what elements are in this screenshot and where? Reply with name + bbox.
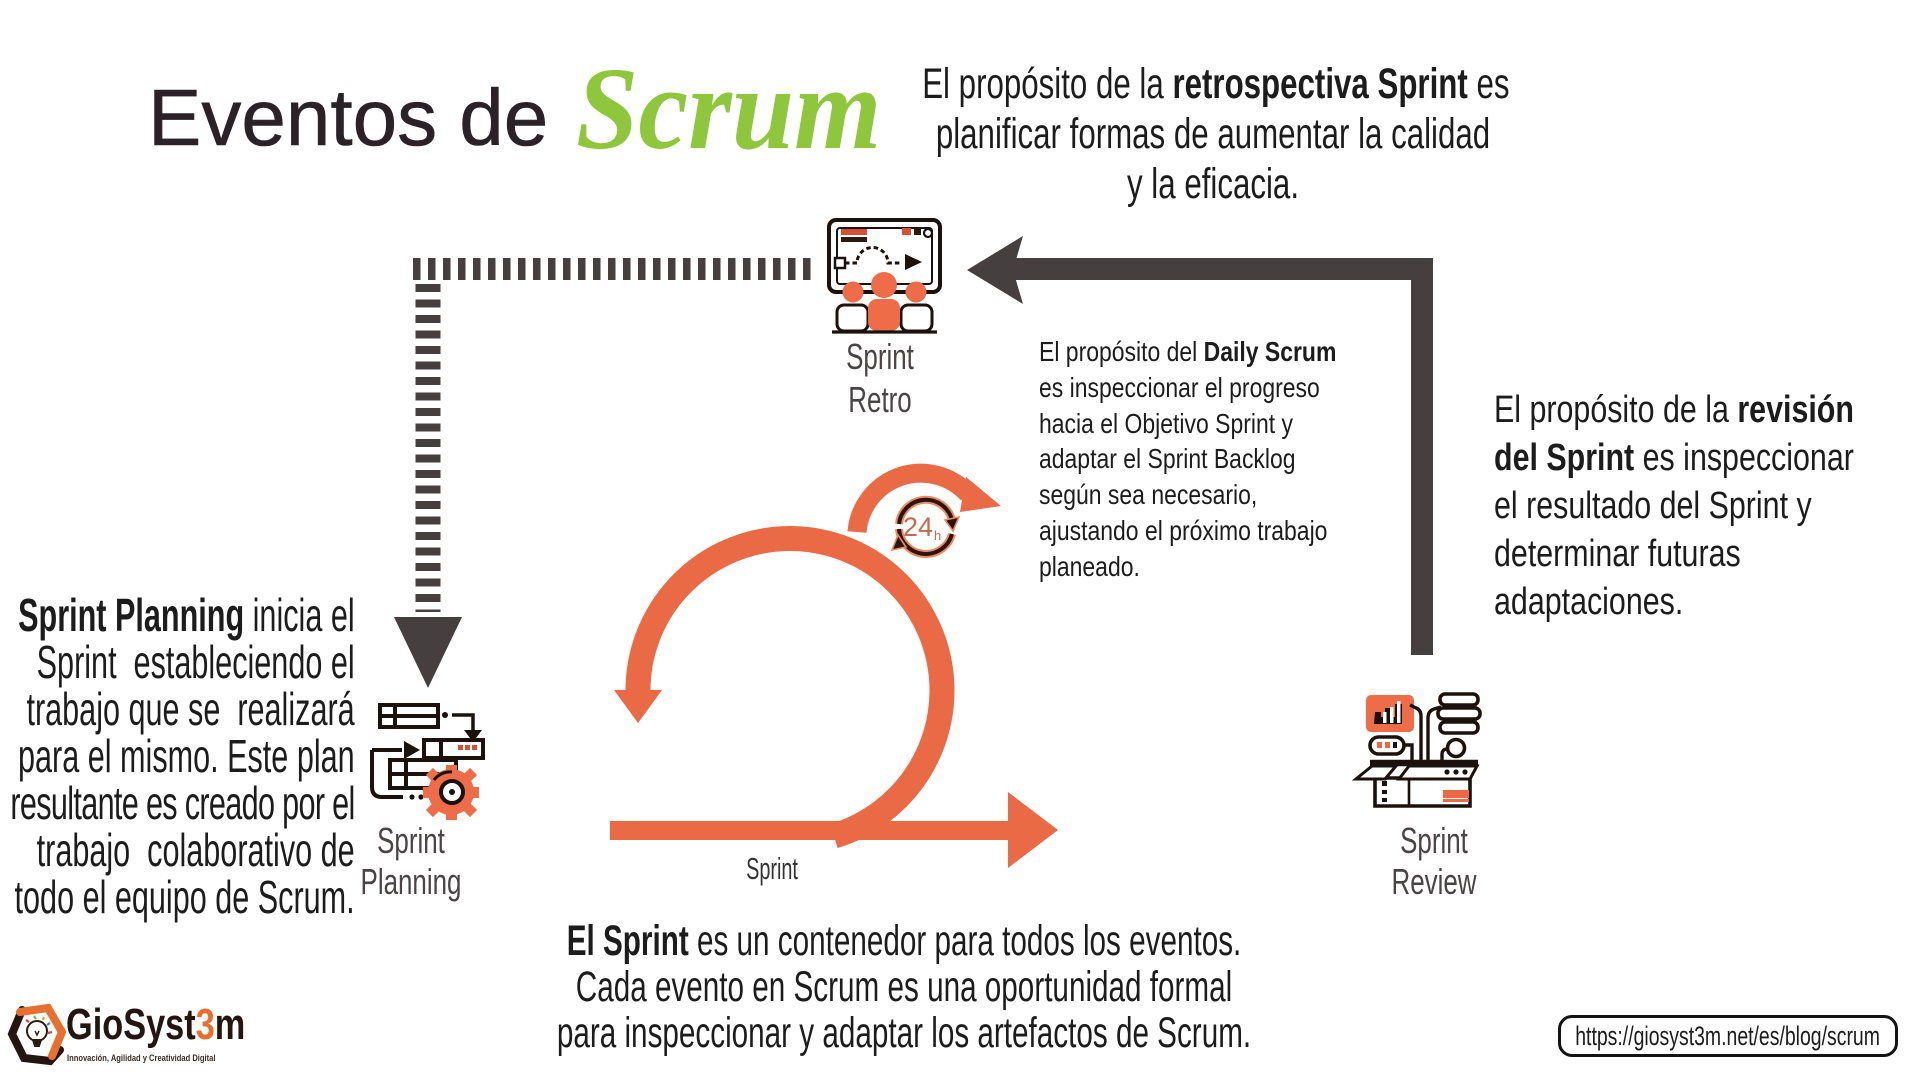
- svg-text:24: 24: [903, 512, 933, 542]
- svg-text:h: h: [934, 528, 941, 543]
